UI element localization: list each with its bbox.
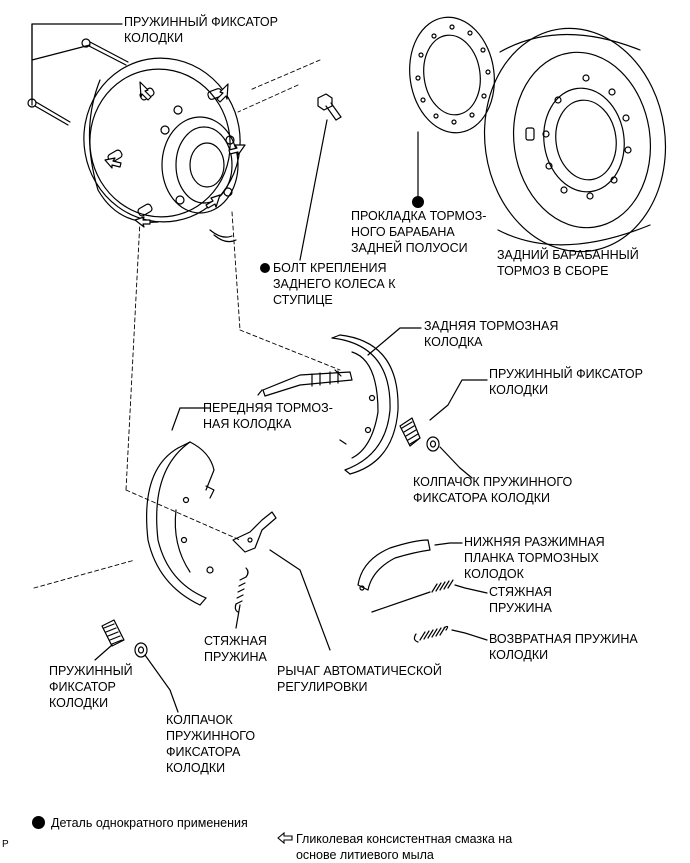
- spring-cup-left: [134, 642, 148, 658]
- drum-gasket: [409, 16, 495, 134]
- hold-down-spring-right: [399, 417, 421, 447]
- legend-non-reusable: Деталь однократного применения: [32, 815, 248, 831]
- hold-down-spring-left: [101, 619, 125, 647]
- label-rear-shoe: ЗАДНЯЯ ТОРМОЗНАЯ КОЛОДКА: [424, 319, 559, 349]
- label-adjust-lever: РЫЧАГ АВТОМАТИЧЕСКОЙ РЕГУЛИРОВКИ: [277, 664, 442, 694]
- adjuster-strut: [257, 370, 353, 397]
- filled-dot-icon: [32, 816, 45, 829]
- hold-down-pin-lower: [27, 98, 71, 126]
- label-tension-spring-right: СТЯЖНАЯ ПРУЖИНА: [489, 585, 552, 615]
- label-hold-down-spring-left: ПРУЖИННЫЙ ФИКСАТОР КОЛОДКИ: [49, 664, 133, 710]
- tension-spring-center: [234, 567, 249, 613]
- leader-lines: [31, 23, 488, 713]
- auto-adjust-lever: [232, 511, 277, 553]
- return-spring: [413, 625, 449, 643]
- spring-cup-right: [426, 436, 440, 452]
- non-reusable-marker-gasket: [412, 196, 424, 208]
- tension-spring-right: [371, 579, 454, 613]
- label-drum-gasket: ПРОКЛАДКА ТОРМОЗ- НОГО БАРАБАНА ЗАДНЕЙ П…: [351, 209, 487, 255]
- legend-grease-text: Гликолевая консистентная смазка на основ…: [295, 832, 513, 862]
- legend-grease: Гликолевая консистентная смазка на основ…: [270, 815, 512, 863]
- label-hub-bolt: БОЛТ КРЕПЛЕНИЯ ЗАДНЕГО КОЛЕСА К СТУПИЦЕ: [273, 261, 396, 307]
- non-reusable-marker-bolt: [260, 263, 270, 273]
- rear-brake-shoe: [331, 334, 399, 475]
- hub-bolt: [317, 93, 342, 121]
- legend-non-reusable-text: Деталь однократного применения: [51, 816, 248, 830]
- label-strut: НИЖНЯЯ РАЗЖИМНАЯ ПЛАНКА ТОРМОЗНЫХ КОЛОДО…: [464, 535, 605, 581]
- backing-plate: [83, 57, 241, 243]
- label-return-spring: ВОЗВРАТНАЯ ПРУЖИНА КОЛОДКИ: [489, 632, 638, 662]
- label-cup-left: КОЛПАЧОК ПРУЖИННОГО ФИКСАТОРА КОЛОДКИ: [166, 713, 256, 775]
- alignment-dashes: [33, 59, 341, 589]
- label-front-shoe: ПЕРЕДНЯЯ ТОРМОЗ- НАЯ КОЛОДКА: [203, 401, 333, 431]
- grease-arrows: [104, 81, 246, 228]
- label-drum-assembly: ЗАДНИЙ БАРАБАННЫЙ ТОРМОЗ В СБОРЕ: [497, 248, 639, 278]
- label-cup-right: КОЛПАЧОК ПРУЖИННОГО ФИКСАТОРА КОЛОДКИ: [413, 475, 573, 505]
- hold-down-pin-upper: [81, 38, 129, 66]
- lower-strut: [357, 539, 431, 591]
- brake-drum: [483, 27, 667, 253]
- front-brake-shoe: [146, 441, 215, 606]
- label-hold-down-spring-right: ПРУЖИННЫЙ ФИКСАТОР КОЛОДКИ: [489, 367, 643, 397]
- label-shoe-hold-down-spring-pin: ПРУЖИННЫЙ ФИКСАТОР КОЛОДКИ: [124, 15, 278, 45]
- label-tension-spring-center: СТЯЖНАЯ ПРУЖИНА: [204, 634, 267, 664]
- grease-arrow-icon: [277, 831, 293, 845]
- corner-code: P: [2, 839, 9, 850]
